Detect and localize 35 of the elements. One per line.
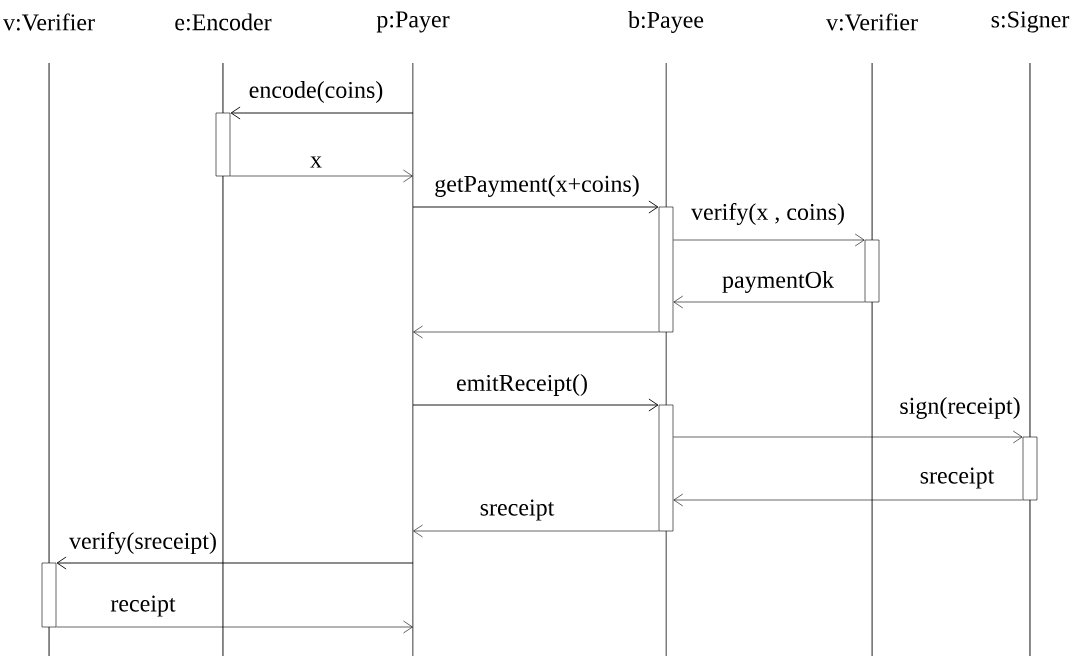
activation-bar — [1022, 436, 1038, 501]
message-arrow — [673, 295, 865, 309]
edge-label: paymentOk — [721, 270, 835, 294]
edge-label: verify(sreceipt) — [68, 530, 218, 556]
message-arrow — [230, 106, 414, 120]
edge-label: sreceipt — [478, 498, 556, 522]
message-arrow — [413, 325, 659, 339]
edge-label: encode(coins) — [247, 80, 385, 104]
lifeline-head: p:Payer — [376, 11, 450, 33]
lifeline-head: s:Signer — [991, 11, 1070, 33]
edge-label: sign(receipt) — [898, 396, 1022, 420]
lifeline-head: v:Verifier — [3, 13, 95, 31]
message-arrow — [56, 620, 413, 634]
activation-bar — [864, 239, 880, 303]
activation-bar — [215, 112, 231, 177]
message-arrow — [412, 200, 659, 214]
message-arrow — [673, 233, 865, 247]
lifeline-head: b:Payee — [628, 11, 704, 33]
message-arrow — [673, 430, 1023, 444]
message-arrow — [230, 169, 413, 183]
edge-label: verify(x , coins) — [690, 201, 846, 227]
activation-bar — [658, 404, 674, 532]
edge-label: emitReceipt() — [455, 373, 589, 397]
lifeline-head: e:Encoder — [175, 13, 272, 31]
edge-label: sreceipt — [918, 466, 996, 490]
edge-label: receipt — [109, 594, 177, 618]
message-arrow — [413, 524, 659, 538]
activation-bar — [41, 562, 57, 628]
lifeline-head: v:Verifier — [826, 13, 918, 31]
activation-bar — [658, 206, 674, 333]
edge-label: x — [309, 155, 323, 169]
edge-label: getPayment(x+coins) — [433, 174, 641, 198]
message-arrow — [56, 556, 414, 570]
message-arrow — [673, 493, 1023, 507]
message-arrow — [412, 398, 659, 412]
